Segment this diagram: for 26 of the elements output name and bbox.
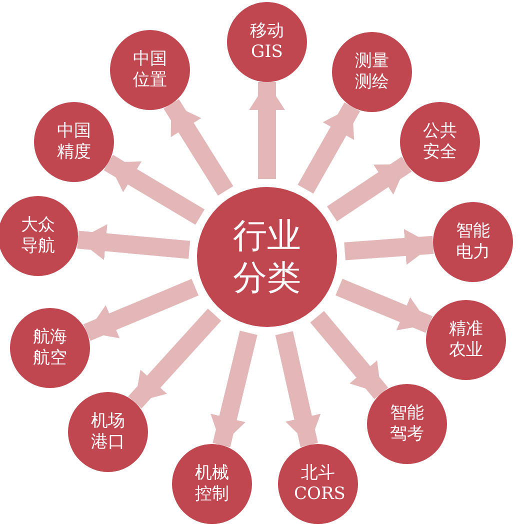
category-label: 北斗CORS	[294, 463, 342, 505]
block-arrow	[210, 330, 258, 448]
block-arrow	[128, 308, 222, 408]
block-arrow	[298, 102, 360, 194]
block-arrow	[249, 82, 285, 179]
category-label: 智能驾考	[389, 403, 425, 445]
block-arrow	[104, 154, 205, 225]
category-label: 航海航空	[32, 327, 68, 369]
block-arrow	[310, 310, 388, 400]
block-arrow	[275, 331, 321, 447]
category-label: 测量测绘	[354, 51, 390, 93]
block-arrow	[326, 156, 412, 222]
category-label: 机械控制	[194, 463, 230, 505]
block-arrow	[336, 278, 433, 333]
block-arrow	[83, 278, 199, 341]
category-label: 中国精度	[56, 121, 92, 163]
category-label: 精准农业	[448, 319, 484, 361]
category-label: 智能电力	[455, 221, 491, 263]
category-label: 中国位置	[132, 49, 168, 91]
block-arrow	[344, 228, 434, 265]
category-label: 行业分类	[232, 215, 302, 299]
category-label: 公共安全	[422, 121, 458, 163]
block-arrow	[164, 99, 234, 196]
category-label: 移动GIS	[249, 21, 285, 63]
category-label: 大众导航	[20, 215, 56, 257]
category-label: 机场港口	[90, 411, 126, 453]
